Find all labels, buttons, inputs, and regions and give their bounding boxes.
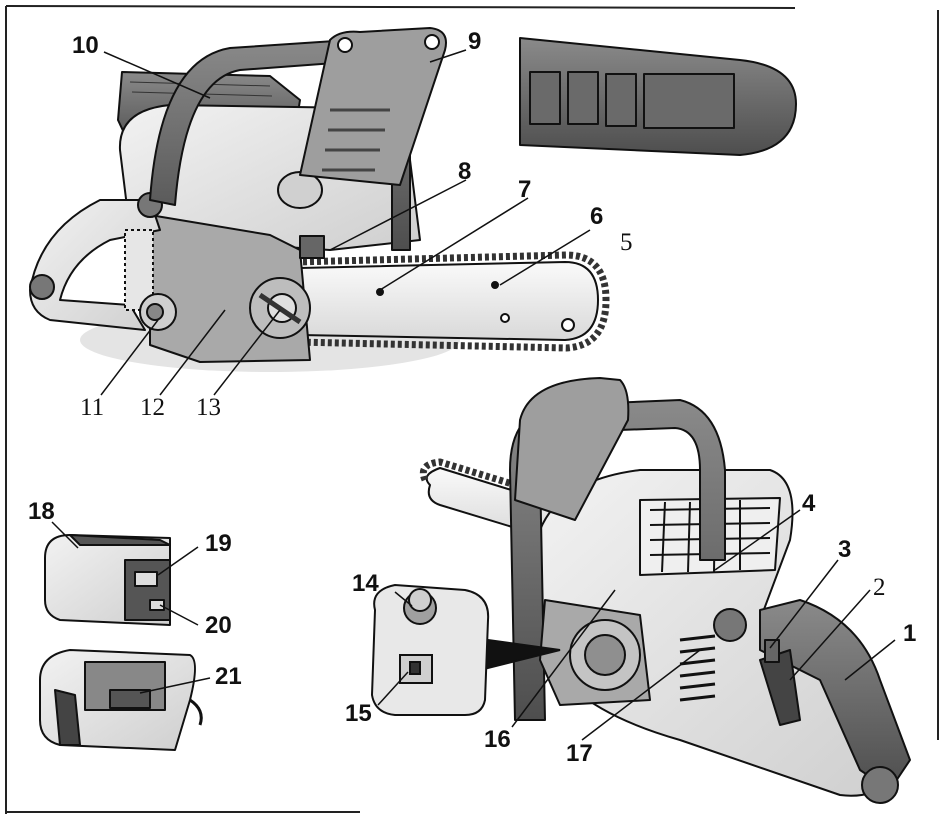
callout-4: 4 [802, 490, 816, 517]
callout-18: 18 [28, 498, 55, 525]
callout-9: 9 [468, 28, 482, 55]
callout-10: 10 [72, 32, 99, 59]
callout-12: 12 [140, 394, 165, 421]
callout-20: 20 [205, 612, 232, 639]
bottom-chainsaw [419, 377, 911, 804]
callout-14: 14 [352, 570, 379, 597]
callout-5: 5 [620, 229, 633, 256]
callout-17: 17 [566, 740, 593, 767]
callout-16: 16 [484, 726, 511, 753]
callout-21: 21 [215, 663, 242, 690]
inset-oil-cap [370, 583, 561, 716]
battery-pack [44, 534, 171, 626]
bar-cover [519, 37, 797, 156]
callout-6: 6 [590, 203, 604, 230]
frame-border [5, 5, 939, 814]
callout-1: 1 [903, 620, 917, 647]
leader-lines [51, 49, 896, 741]
callout-13: 13 [196, 394, 221, 421]
hand-guard [299, 27, 447, 186]
callout-19: 19 [205, 530, 232, 557]
callout-11: 11 [80, 394, 105, 421]
callout-3: 3 [838, 536, 852, 563]
saw-chain [295, 251, 610, 352]
callout-2: 2 [873, 574, 886, 601]
callout-8: 8 [458, 158, 472, 185]
guide-bar [299, 261, 599, 341]
callout-7: 7 [518, 176, 532, 203]
top-chainsaw [29, 27, 610, 372]
callout-15: 15 [345, 700, 372, 727]
charger [39, 649, 203, 751]
